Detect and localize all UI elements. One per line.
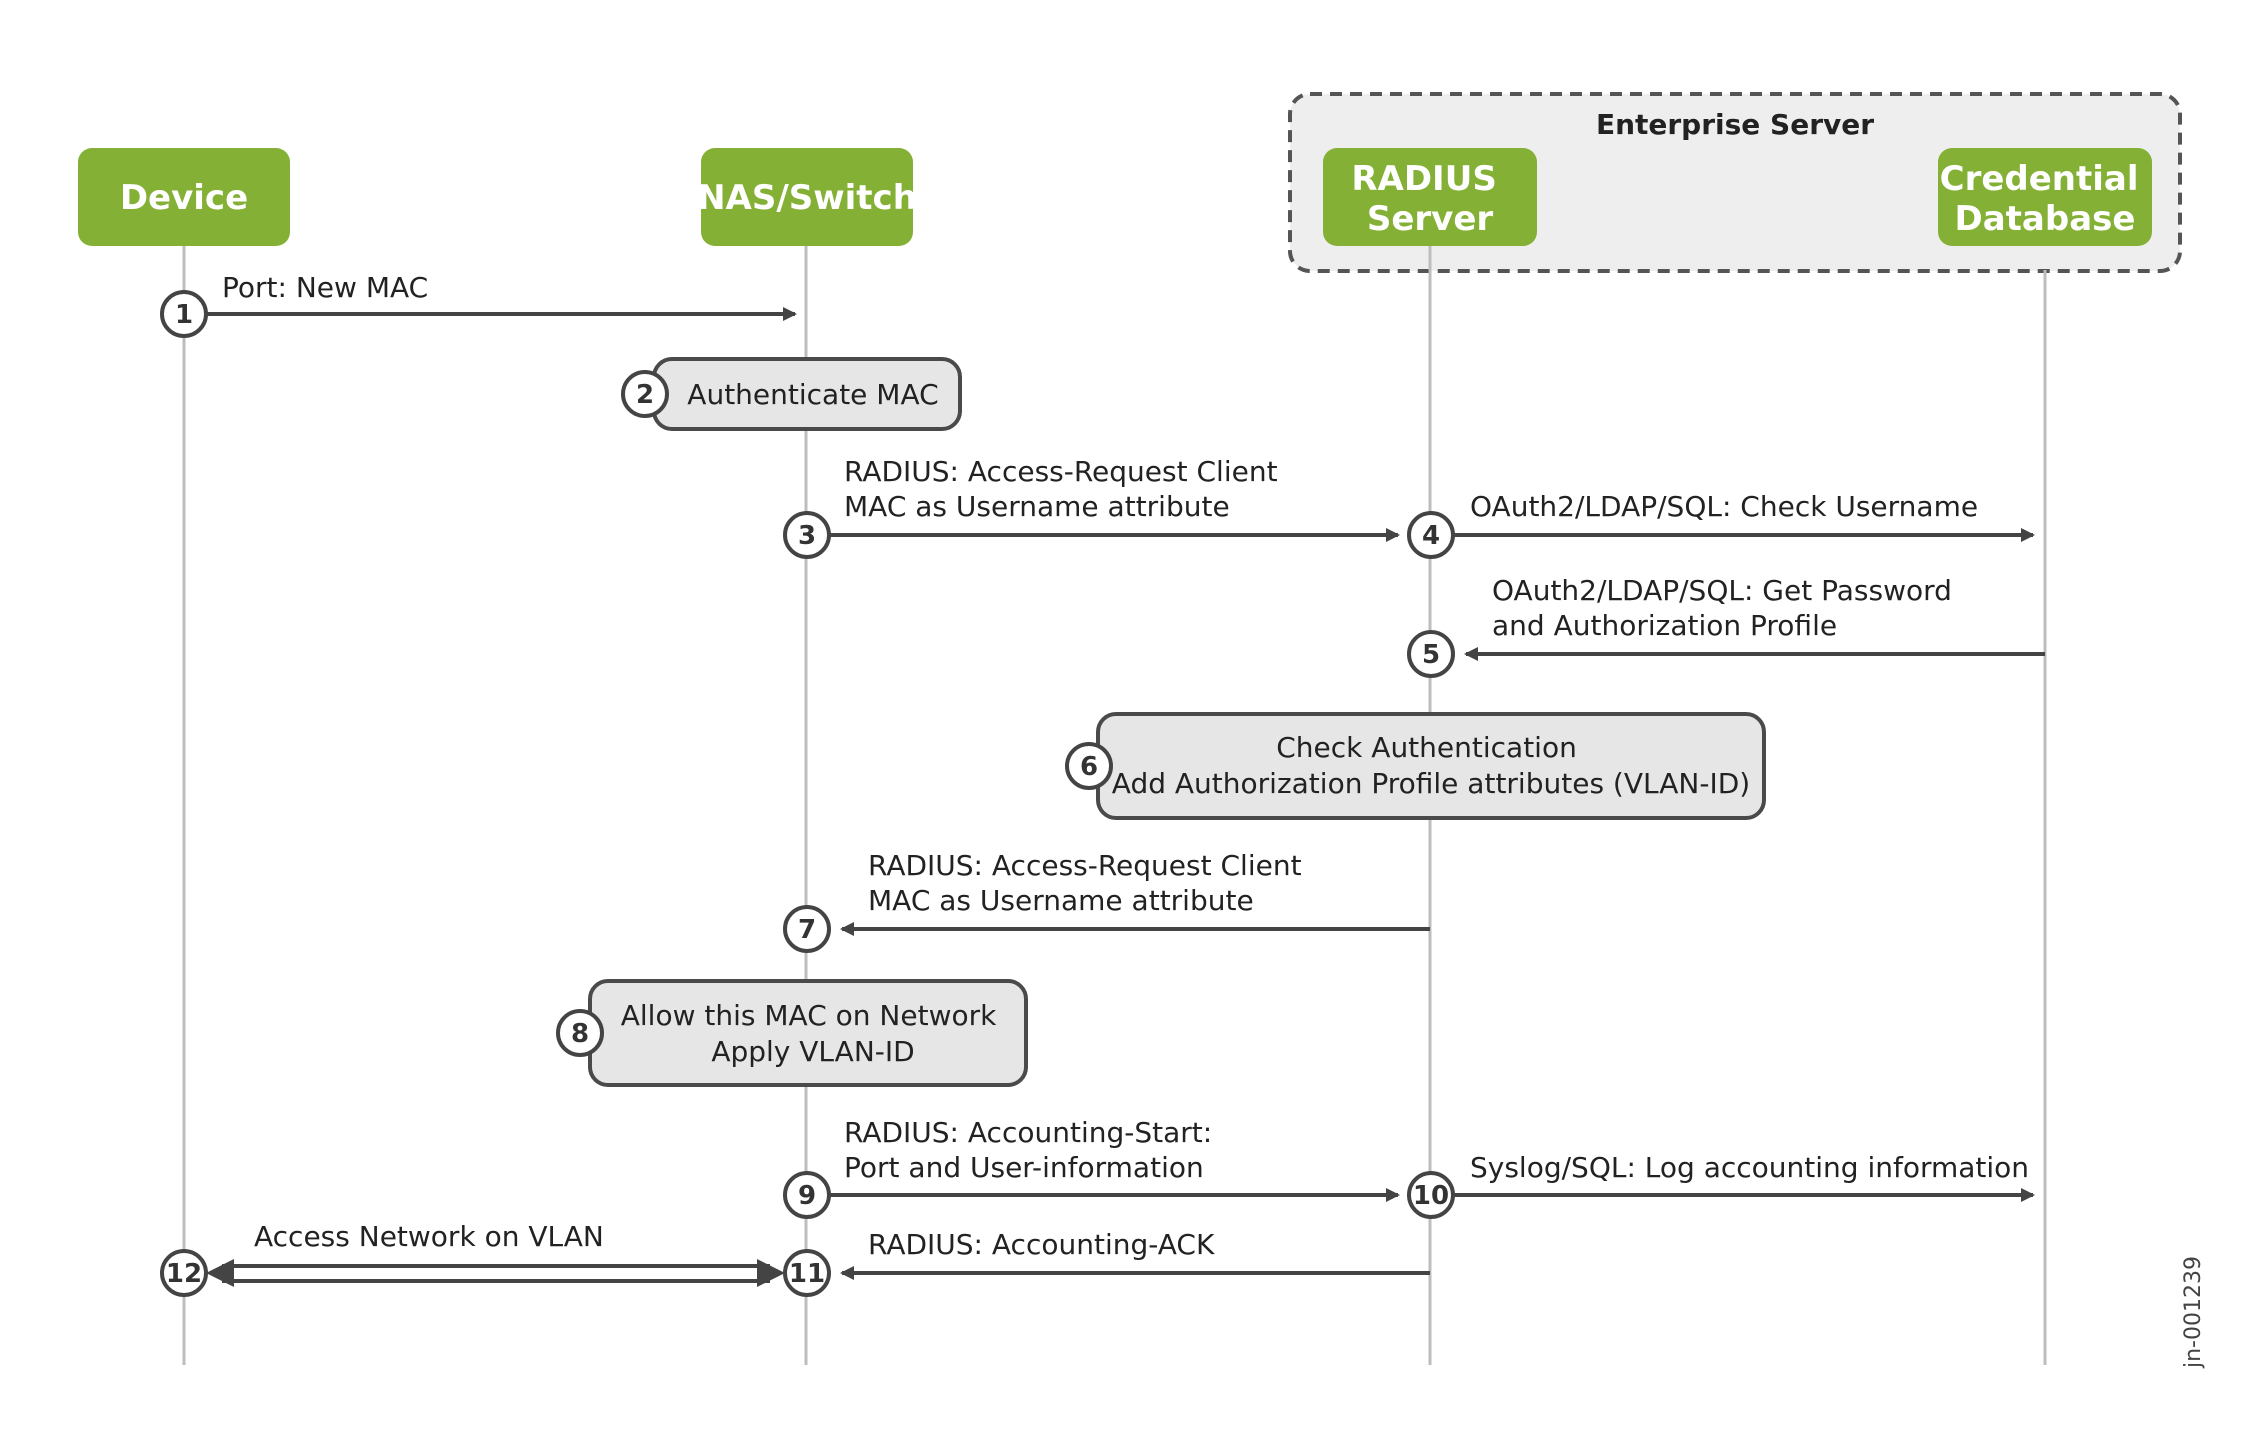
- step-3-marker: [783, 511, 831, 559]
- step-7-number: 7: [798, 915, 816, 945]
- step-8-label: Allow this MAC on Network Apply VLAN-ID: [621, 999, 1006, 1068]
- step-4-number: 4: [1422, 521, 1440, 551]
- actor-credential-database: Credential Database: [1938, 148, 2152, 246]
- step-12-message: Access Network on VLAN 12: [160, 1220, 785, 1297]
- step-6-marker: [1065, 742, 1113, 790]
- figure-id-watermark: jn-001239: [2181, 1256, 2206, 1369]
- step-5-message: OAuth2/LDAP/SQL: Get Password and Author…: [1407, 574, 2045, 678]
- step-2-note: Authenticate MAC 2: [621, 357, 962, 431]
- step-7-label: RADIUS: Access-Request Client MAC as Use…: [868, 849, 1310, 917]
- step-5-number: 5: [1422, 640, 1440, 670]
- step-4-message: OAuth2/LDAP/SQL: Check Username 4: [1407, 490, 2035, 559]
- step-8-marker: [556, 1009, 604, 1057]
- step-9-marker: [783, 1171, 831, 1219]
- actor-nas-label: NAS/Switch: [697, 178, 917, 218]
- step-2-label: Authenticate MAC: [687, 378, 938, 411]
- step-12-label: Access Network on VLAN: [254, 1220, 604, 1253]
- step-3-number: 3: [798, 521, 816, 551]
- step-12-number: 12: [166, 1259, 202, 1289]
- step-6-number: 6: [1080, 752, 1098, 782]
- step-12-marker: [160, 1249, 208, 1297]
- actor-nas-switch: NAS/Switch: [697, 148, 917, 246]
- step-9-message: RADIUS: Accounting-Start: Port and User-…: [783, 1116, 1400, 1219]
- actor-device-label: Device: [120, 178, 248, 218]
- step-4-marker: [1407, 511, 1455, 559]
- step-7-marker: [783, 905, 831, 953]
- step-3-message: RADIUS: Access-Request Client MAC as Use…: [783, 455, 1400, 559]
- step-7-message: RADIUS: Access-Request Client MAC as Use…: [783, 849, 1430, 953]
- step-1-message: Port: New MAC 1: [160, 271, 797, 338]
- step-8-note: Allow this MAC on Network Apply VLAN-ID …: [556, 979, 1028, 1087]
- step-12-arrowhead-left: [206, 1259, 234, 1287]
- actor-radius-label: RADIUS Server: [1351, 159, 1508, 239]
- step-12-arrowhead-right: [757, 1259, 785, 1287]
- step-2-marker: [621, 370, 669, 418]
- step-11-message: RADIUS: Accounting-ACK 11: [783, 1228, 1430, 1297]
- step-9-label: RADIUS: Accounting-Start: Port and User-…: [844, 1116, 1221, 1184]
- step-11-label: RADIUS: Accounting-ACK: [868, 1228, 1215, 1261]
- step-4-label: OAuth2/LDAP/SQL: Check Username: [1470, 490, 1978, 523]
- actor-radius-server: RADIUS Server: [1323, 148, 1537, 246]
- actor-device: Device: [78, 148, 290, 246]
- step-1-label: Port: New MAC: [222, 271, 428, 304]
- step-1-marker: [160, 290, 208, 338]
- step-10-message: Syslog/SQL: Log accounting information 1…: [1407, 1151, 2035, 1219]
- step-9-number: 9: [798, 1181, 816, 1211]
- step-6-note: Check Authentication Add Authorization P…: [1065, 712, 1766, 820]
- step-10-label: Syslog/SQL: Log accounting information: [1470, 1151, 2029, 1184]
- step-5-label: OAuth2/LDAP/SQL: Get Password and Author…: [1492, 574, 1961, 642]
- actor-credential-label: Credential Database: [1940, 159, 2151, 239]
- step-2-number: 2: [636, 380, 654, 410]
- step-3-label: RADIUS: Access-Request Client MAC as Use…: [844, 455, 1286, 523]
- step-11-number: 11: [789, 1259, 825, 1289]
- step-8-number: 8: [571, 1019, 589, 1049]
- step-5-marker: [1407, 630, 1455, 678]
- step-1-number: 1: [175, 300, 193, 330]
- step-10-marker: [1407, 1171, 1455, 1219]
- enterprise-server-label: Enterprise Server: [1596, 108, 1874, 141]
- step-10-number: 10: [1413, 1181, 1449, 1211]
- step-6-label: Check Authentication Add Authorization P…: [1112, 731, 1750, 800]
